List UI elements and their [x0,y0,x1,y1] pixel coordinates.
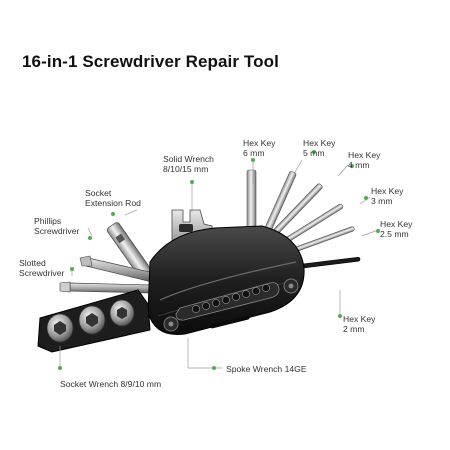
label-line: Hex Key [371,186,404,196]
label-line: 3 mm [371,196,393,206]
label-line: Socket [85,188,112,198]
spoke-wrench [175,282,280,329]
label-hex-4mm: Hex Key 4 mm [348,150,380,170]
label-hex-3mm: Hex Key 3 mm [371,186,403,206]
label-line: Hex Key [348,150,381,160]
label-slotted-screwdriver: Slotted Screwdriver [19,258,64,278]
label-line: 2.5 mm [380,229,409,239]
tool-body [147,225,305,336]
socket-wrench [37,289,151,353]
label-spoke-wrench: Spoke Wrench 14GE [226,364,307,374]
label-line: 2 mm [343,324,365,334]
slotted-screwdriver [59,281,151,294]
label-hex-6mm: Hex Key 6 mm [243,138,275,158]
label-hex-2mm: Hex Key 2 mm [343,314,375,334]
label-phillips-screwdriver: Phillips Screwdriver [34,216,79,236]
label-line: Hex Key [243,138,276,148]
callout-lines [59,159,379,369]
label-line: Socket Wrench 8/9/10 mm [60,379,162,389]
label-line: 8/10/15 mm [163,164,209,174]
label-line: Solid Wrench [163,154,214,164]
label-line: Spoke Wrench 14GE [226,364,307,374]
label-line: Hex Key [343,314,376,324]
label-line: 4 mm [348,160,370,170]
product-title: 16-in-1 Screwdriver Repair Tool [22,52,279,71]
label-socket-extension-rod: Socket Extension Rod [85,188,141,208]
label-hex-2-5mm: Hex Key 2.5 mm [380,219,412,239]
label-line: Hex Key [303,138,336,148]
label-line: Screwdriver [34,226,80,236]
label-solid-wrench: Solid Wrench 8/10/15 mm [163,154,214,174]
label-line: Screwdriver [19,268,65,278]
label-line: Extension Rod [85,198,141,208]
label-line: Phillips [34,216,62,226]
label-line: 5 mm [303,148,325,158]
label-line: 6 mm [243,148,265,158]
callout-dots [58,150,380,370]
label-hex-5mm: Hex Key 5 mm [303,138,335,158]
label-socket-wrench: Socket Wrench 8/9/10 mm [60,379,161,389]
label-line: Slotted [19,258,46,268]
label-line: Hex Key [380,219,413,229]
